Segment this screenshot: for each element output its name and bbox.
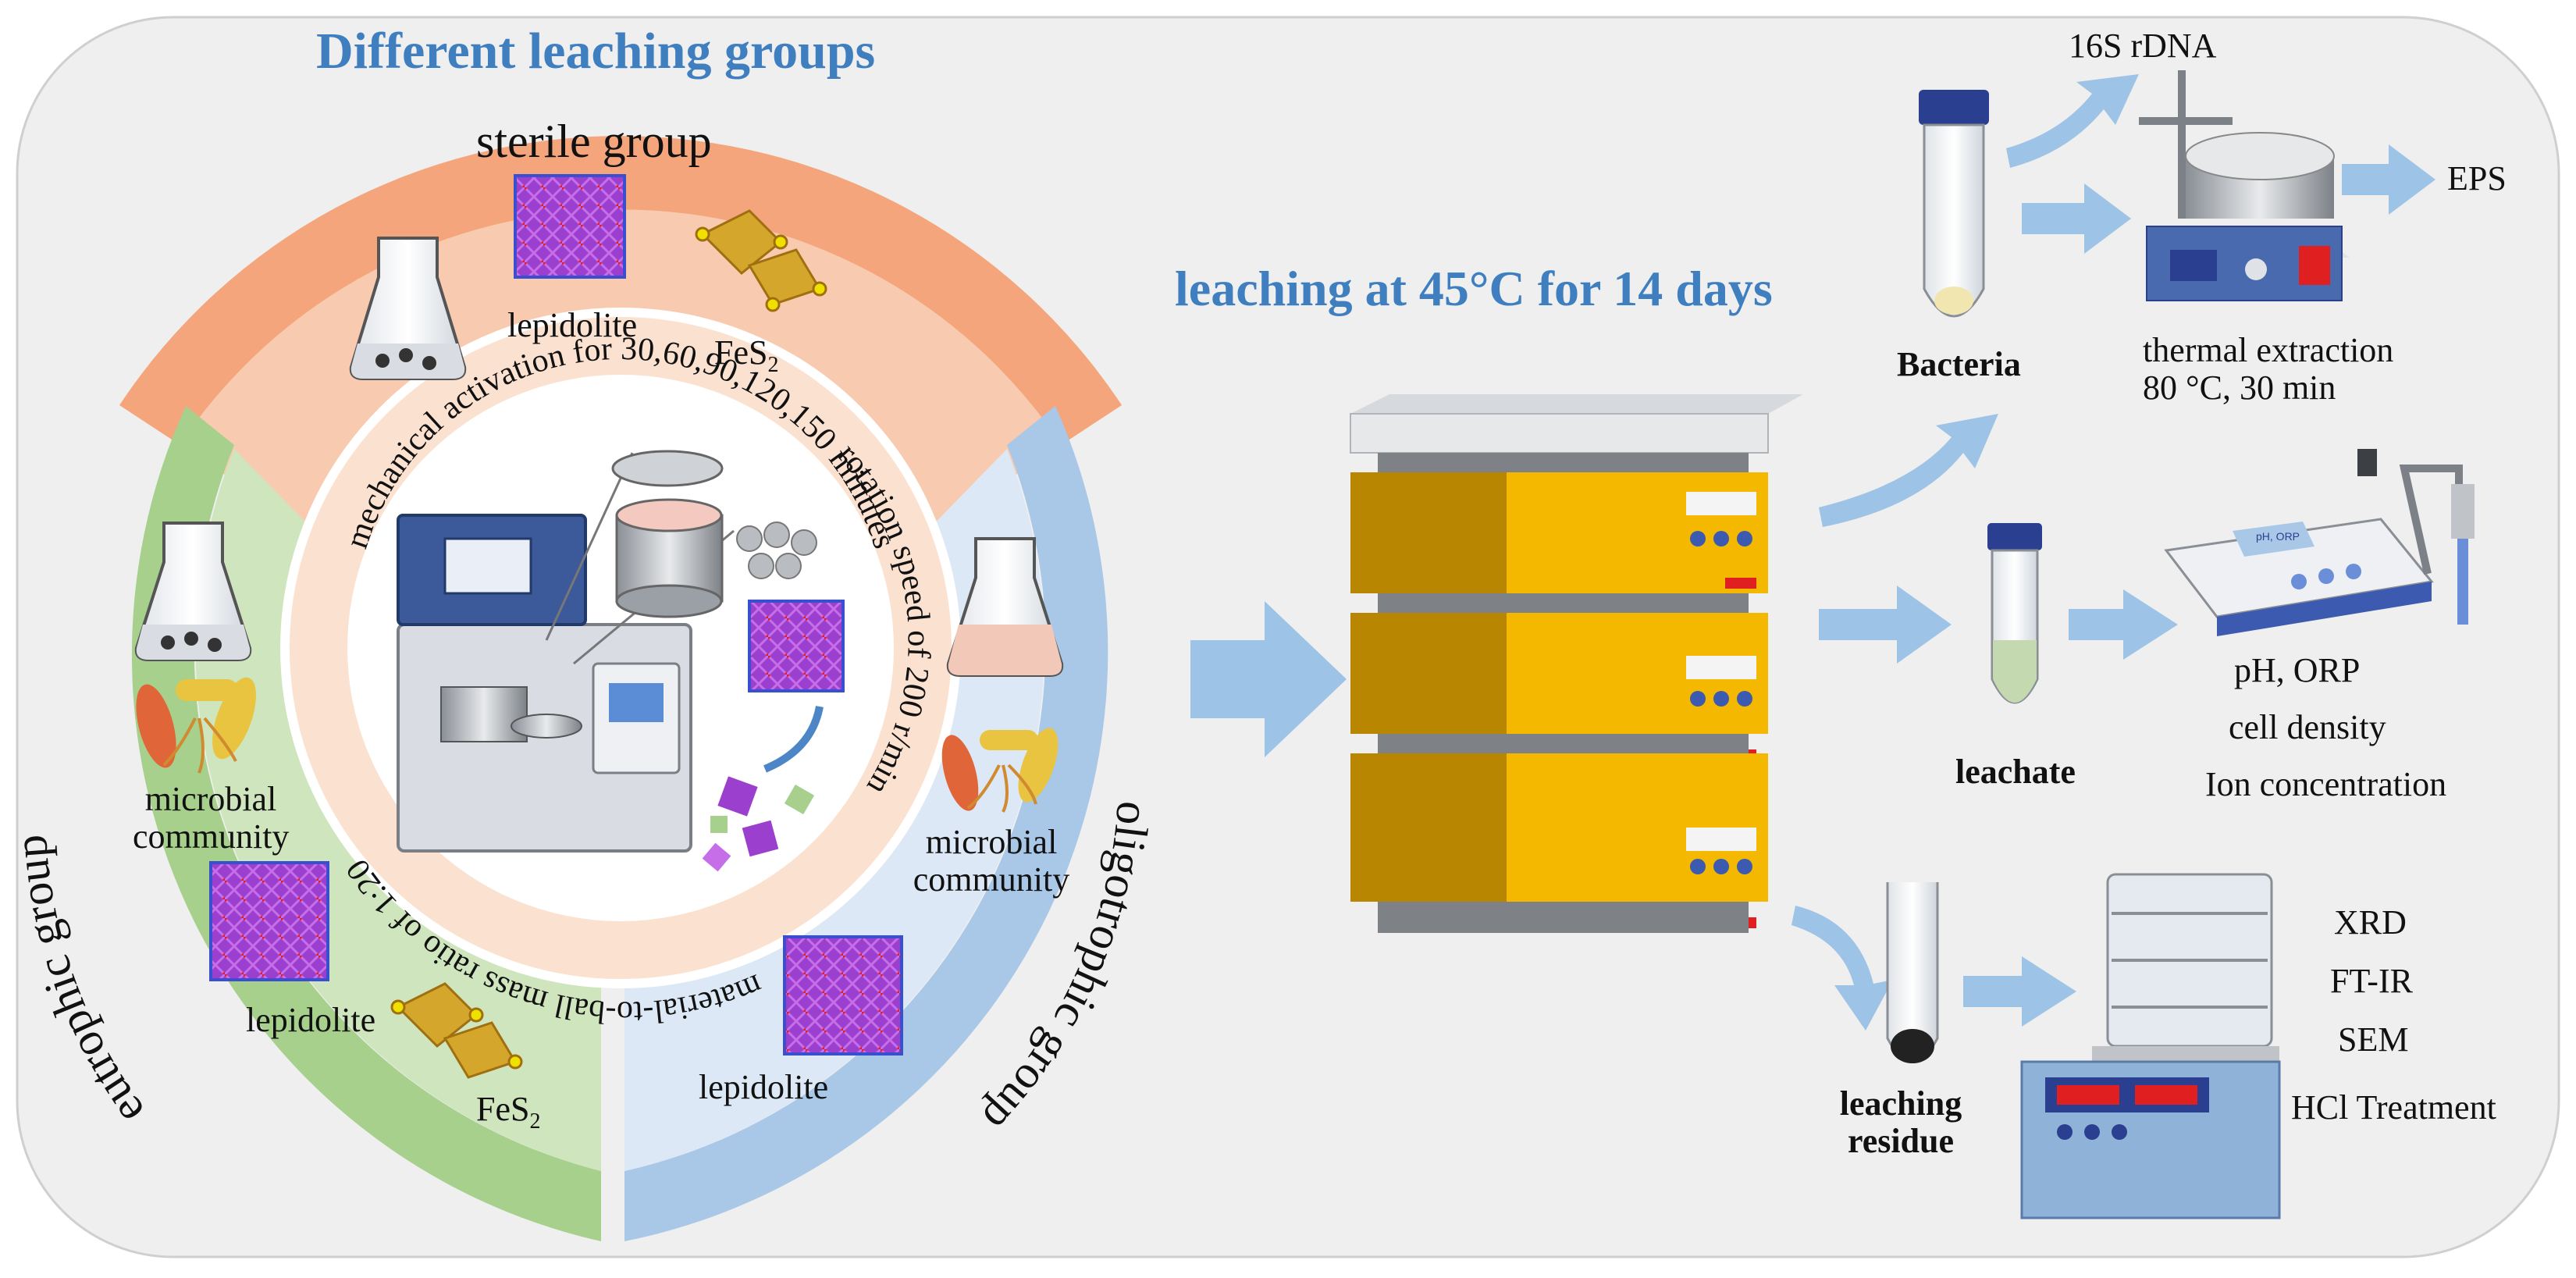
heating-stirrer-icon (2139, 70, 2350, 301)
microbe-icon (136, 677, 256, 774)
flow-arrow (1190, 601, 1347, 757)
measure-ph-orp: pH, ORP (2234, 651, 2361, 689)
test-xrd: XRD (2334, 903, 2407, 942)
fes2-label: FeS2 (476, 1090, 541, 1134)
flow-arrow (2006, 74, 2139, 168)
test-sem: SEM (2338, 1020, 2409, 1059)
zoom-line (545, 452, 634, 641)
lepidolite-crystal-icon (209, 861, 329, 981)
lepidolite-crystal-icon (748, 600, 845, 692)
measure-cell-density: cell density (2229, 708, 2386, 746)
flow-arrow (1819, 414, 1998, 527)
lepidolite-crystal-icon (514, 174, 626, 279)
flow-arrow (2069, 589, 2178, 660)
flow-arrow (2342, 144, 2435, 215)
leachate-label: leachate (1955, 753, 2076, 791)
bacteria-label: Bacteria (1897, 345, 2021, 383)
eps-label: EPS (2447, 159, 2507, 198)
flask-icon (946, 537, 1064, 677)
flow-arrow (1791, 906, 1893, 1031)
flow-arrow (1963, 956, 2076, 1027)
meter-screen-text: pH, ORP (2256, 530, 2300, 543)
sterile-band-outer (119, 136, 1122, 492)
freeze-dryer-icon (2020, 873, 2281, 1219)
lepidolite-label: lepidolite (246, 1001, 376, 1039)
sterile-group-label: sterile group (476, 116, 712, 167)
lepidolite-label: lepidolite (699, 1068, 829, 1106)
incubator-icon (1350, 394, 1803, 933)
microbe-icon (941, 728, 1059, 813)
oligotrophic-band-outer (624, 406, 1108, 1241)
flow-arrow (2022, 183, 2131, 254)
flask-icon (134, 522, 252, 661)
test-hcl-treatment: HCl Treatment (2291, 1088, 2496, 1127)
flow-arrow (1819, 586, 1952, 664)
test-ftir: FT-IR (2330, 962, 2413, 1000)
crushed-particles-icon (702, 776, 815, 872)
rdna-label: 16S rDNA (2069, 27, 2217, 65)
eutrophic-band-outer (131, 406, 602, 1241)
fes2-label: FeS2 (714, 333, 779, 377)
ph-meter-icon (2164, 449, 2475, 636)
groups-title: Different leaching groups (316, 23, 876, 80)
test-tube-icon (1886, 882, 1939, 1063)
fes2-crystal-icon (390, 982, 523, 1079)
leaching-title: leaching at 45°C for 14 days (1175, 261, 1773, 316)
lepidolite-label: lepidolite (507, 306, 638, 344)
fes2-crystal-icon (695, 209, 827, 312)
lepidolite-crystal-icon (783, 935, 903, 1056)
grinding-balls-icon (736, 522, 817, 579)
flask-icon (349, 237, 467, 380)
measure-ion-concentration: Ion concentration (2205, 765, 2447, 803)
centrifuge-tube-icon (1987, 523, 2042, 704)
ball-mill-icon (397, 514, 692, 853)
centrifuge-tube-icon (1919, 90, 1989, 318)
arrow-icon (763, 705, 824, 773)
grinding-jar-icon (611, 450, 724, 618)
